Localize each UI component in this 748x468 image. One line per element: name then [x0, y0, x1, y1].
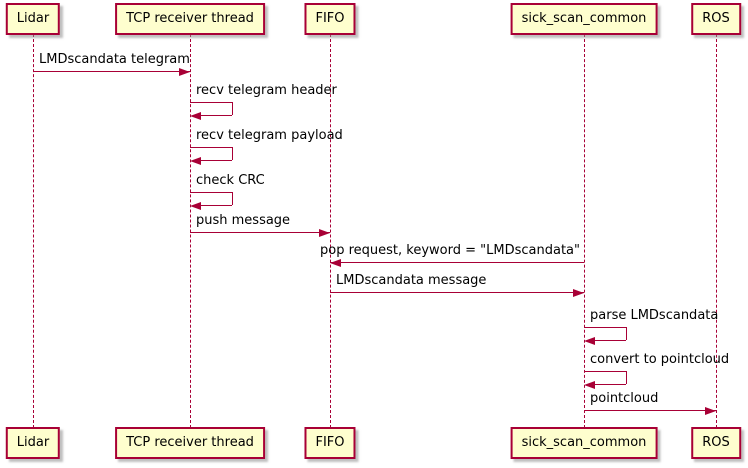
self-message-right-line [626, 371, 627, 384]
self-message-bottom-line [199, 115, 232, 116]
self-message-top-line [584, 371, 626, 372]
self-message-top-line [190, 147, 232, 148]
message-line [330, 292, 584, 293]
participant-box-top-lidar: Lidar [5, 3, 61, 35]
message-label: pop request, keyword = "LMDscandata" [320, 243, 580, 258]
arrowhead-left-icon [190, 201, 201, 210]
arrowhead-right-icon [179, 67, 190, 76]
participant-box-bottom-ros: ROS [691, 427, 741, 459]
message-label: push message [196, 213, 291, 228]
self-message-right-line [232, 102, 233, 115]
self-message-bottom-line [593, 340, 626, 341]
self-message-top-line [190, 102, 232, 103]
participant-box-bottom-tcp-receiver-thread: TCP receiver thread [115, 427, 265, 459]
arrowhead-left-icon [584, 336, 595, 345]
message-label: pointcloud [590, 391, 659, 406]
message-label: LMDscandata message [336, 273, 487, 288]
arrowhead-right-icon [573, 288, 584, 297]
arrowhead-left-icon [190, 156, 201, 165]
self-message-bottom-line [593, 384, 626, 385]
arrowhead-right-icon [319, 228, 330, 237]
message-label: LMDscandata telegram [39, 52, 190, 67]
lifeline-sick-scan-common [583, 34, 585, 428]
message-line [190, 232, 330, 233]
message-line [33, 71, 190, 72]
participant-box-bottom-sick-scan-common: sick_scan_common [510, 427, 658, 459]
lifeline-tcp-receiver-thread [189, 34, 191, 428]
lifeline-ros [715, 34, 717, 428]
message-label: check CRC [196, 173, 265, 188]
participant-box-bottom-fifo: FIFO [304, 427, 356, 459]
participant-box-bottom-lidar: Lidar [5, 427, 61, 459]
message-label: recv telegram header [196, 83, 337, 98]
self-message-right-line [626, 327, 627, 340]
self-message-right-line [232, 147, 233, 160]
arrowhead-right-icon [705, 406, 716, 415]
arrowhead-left-icon [330, 258, 341, 267]
participant-box-top-ros: ROS [691, 3, 741, 35]
self-message-bottom-line [199, 205, 232, 206]
message-label: parse LMDscandata [590, 308, 719, 323]
lifeline-fifo [329, 34, 331, 428]
participant-box-top-sick-scan-common: sick_scan_common [510, 3, 658, 35]
arrowhead-left-icon [190, 111, 201, 120]
self-message-right-line [232, 192, 233, 205]
participant-box-top-tcp-receiver-thread: TCP receiver thread [115, 3, 265, 35]
message-line [584, 410, 716, 411]
message-line [330, 262, 584, 263]
message-label: convert to pointcloud [590, 352, 730, 367]
self-message-top-line [190, 192, 232, 193]
arrowhead-left-icon [584, 380, 595, 389]
lifeline-lidar [32, 34, 34, 428]
self-message-top-line [584, 327, 626, 328]
participant-box-top-fifo: FIFO [304, 3, 356, 35]
self-message-bottom-line [199, 160, 232, 161]
message-label: recv telegram payload [196, 128, 343, 143]
